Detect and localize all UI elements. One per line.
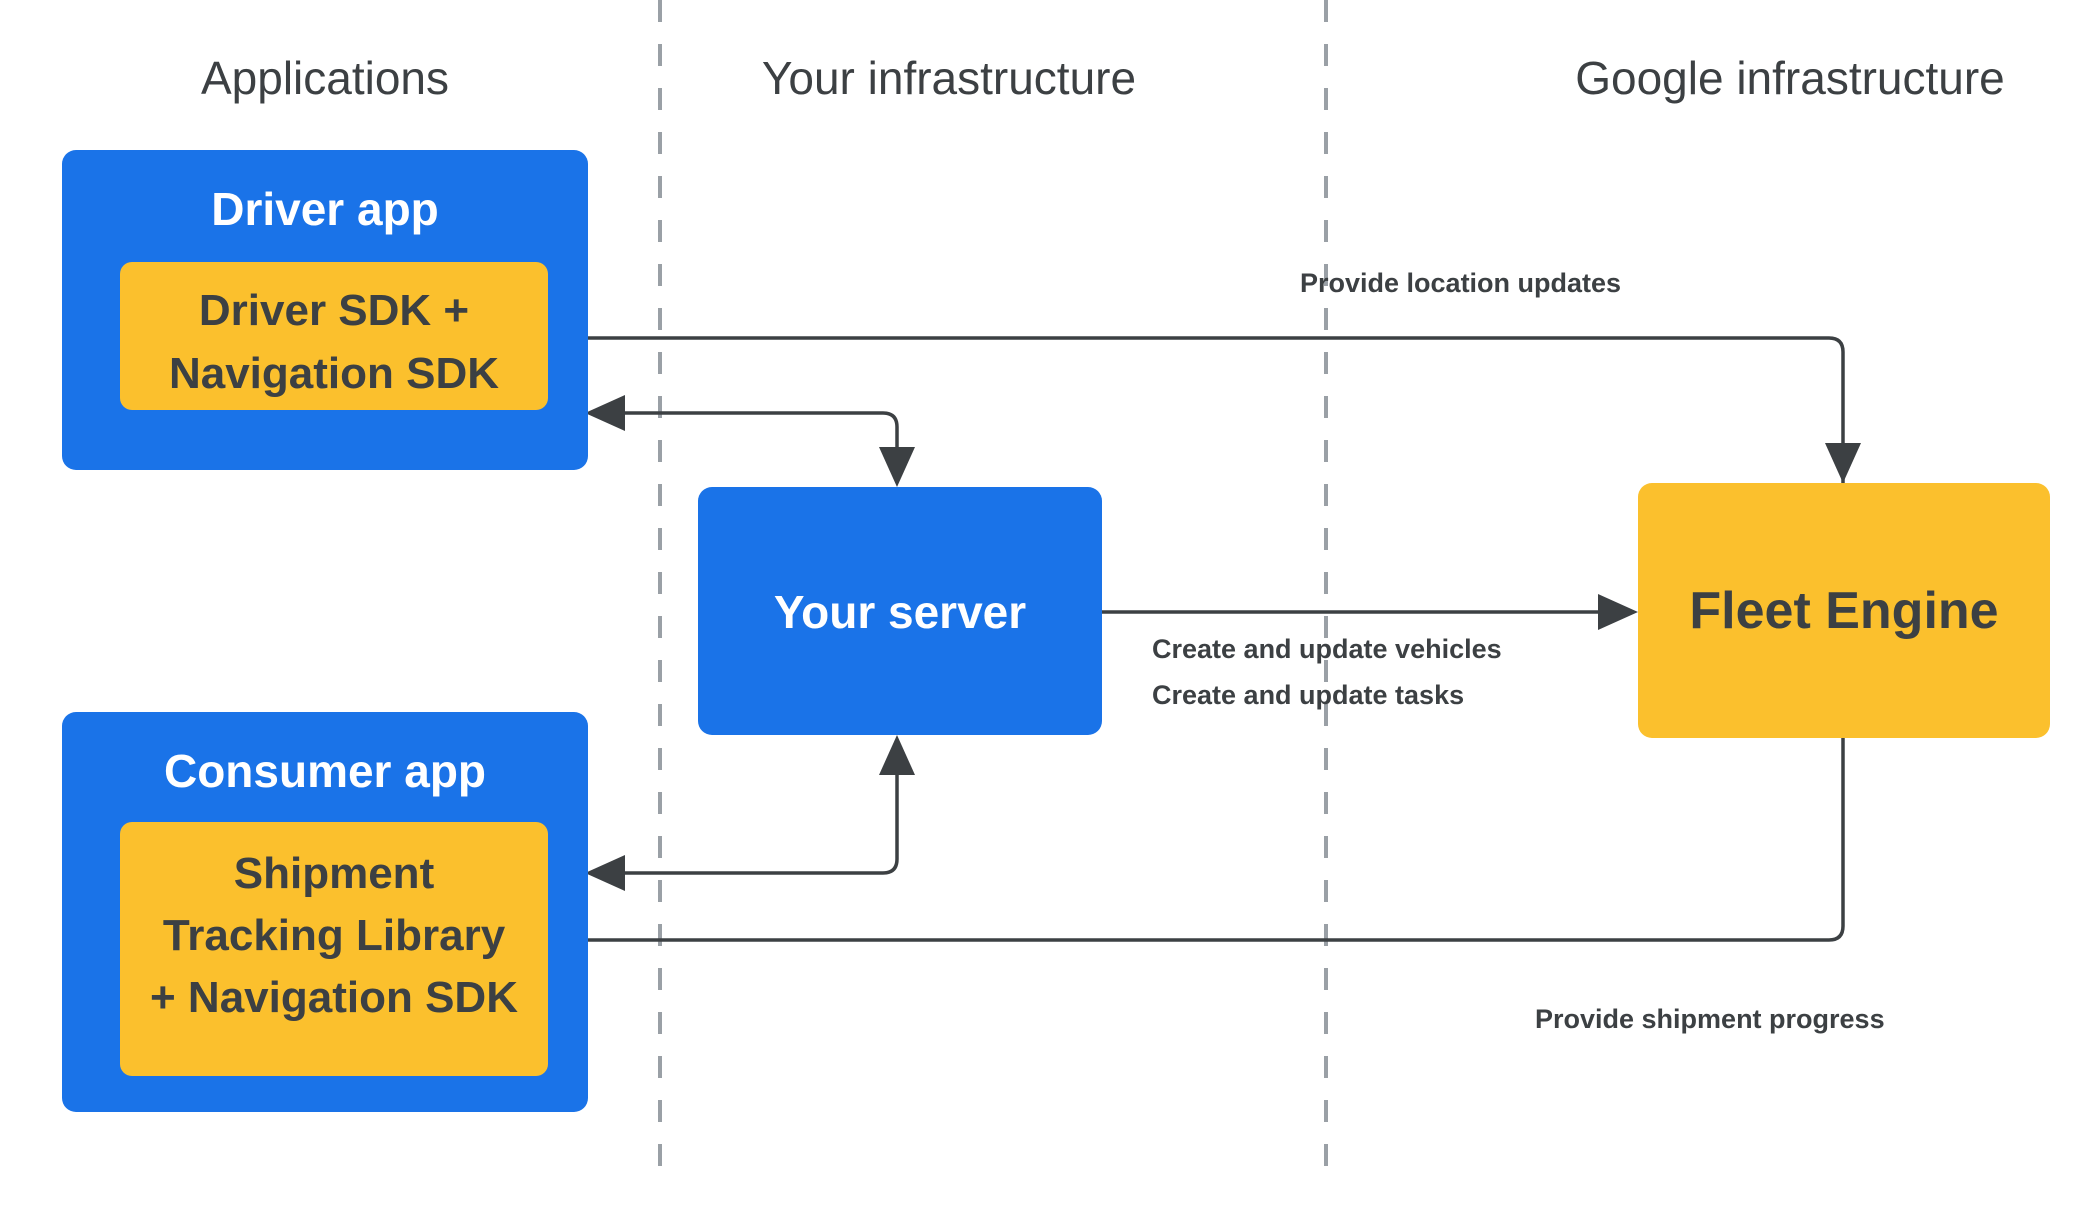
edge-your-server-and-consumer-app (585, 735, 915, 891)
zone-header-google-infrastructure: Google infrastructure (1575, 52, 2005, 104)
driver-sdk-line1: Driver SDK + (199, 286, 469, 335)
zone-header-your-infrastructure: Your infrastructure (762, 52, 1136, 104)
shipment-tracking-card[interactable] (120, 822, 548, 1076)
node-fleet-engine[interactable]: Fleet Engine (1638, 483, 2050, 738)
shipment-tracking-line1: Shipment (234, 849, 435, 898)
your-server-card[interactable] (698, 487, 1102, 735)
shipment-tracking-line3: + Navigation SDK (150, 973, 518, 1022)
label-provide-shipment-progress: Provide shipment progress (1535, 1004, 1885, 1034)
edge-driver-app-and-your-server (585, 395, 915, 487)
node-driver-app[interactable]: Driver app Driver SDK + Navigation SDK (62, 150, 588, 470)
consumer-app-title: Consumer app (164, 745, 486, 797)
node-consumer-app[interactable]: Consumer app Shipment Tracking Library +… (62, 712, 588, 1112)
arrow-head-to-your-server-top (879, 447, 915, 487)
driver-sdk-card[interactable] (120, 262, 548, 410)
driver-app-title: Driver app (211, 183, 439, 235)
arrow-head-to-consumer-app (585, 855, 625, 891)
arrow-head-to-driver-app (585, 395, 625, 431)
edge-fleet-engine-to-driver-sdk (548, 320, 1861, 483)
fleet-engine-card[interactable] (1638, 483, 2050, 738)
label-create-and-update-tasks: Create and update tasks (1152, 680, 1464, 710)
arrow-head-to-fleet-engine-left (1598, 594, 1638, 630)
label-create-and-update-vehicles: Create and update vehicles (1152, 634, 1502, 664)
arrow-head-to-your-server-bottom (879, 735, 915, 775)
edge-your-server-to-fleet-engine (1102, 594, 1638, 630)
label-provide-location-updates: Provide location updates (1300, 268, 1621, 298)
arrow-head-to-fleet-engine-top (1825, 443, 1861, 483)
edge-fleet-engine-to-shipment-tracking (548, 738, 1845, 958)
driver-sdk-line2: Navigation SDK (169, 349, 499, 398)
zone-header-applications: Applications (201, 52, 449, 104)
your-server-title: Your server (774, 586, 1026, 638)
node-your-server[interactable]: Your server (698, 487, 1102, 735)
fleet-engine-title: Fleet Engine (1689, 582, 1998, 640)
shipment-tracking-line2: Tracking Library (163, 911, 506, 960)
